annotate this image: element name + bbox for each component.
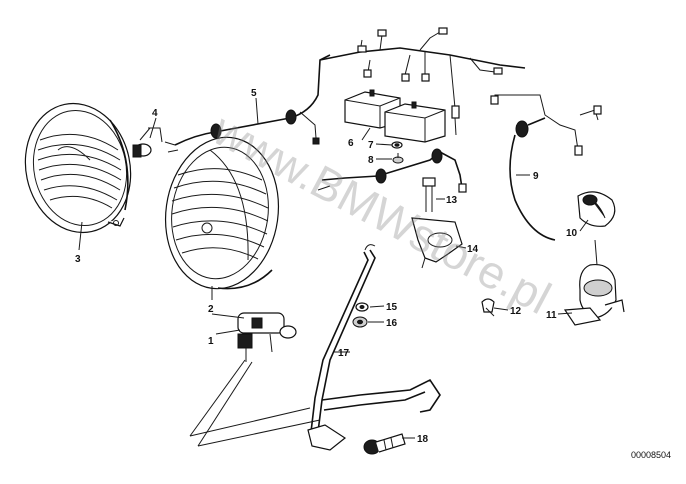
- screw-8: [392, 153, 404, 164]
- headlight-2: [164, 136, 280, 290]
- callouts: 1 2 3 4 5 6 7 8 9 10 11 12 13 14 15 16 1…: [75, 88, 578, 445]
- relays-6: [344, 89, 446, 143]
- socket-1: [237, 312, 297, 362]
- callout-11: 11: [546, 310, 557, 321]
- leader-v-base-2: [197, 419, 321, 447]
- callout-6: 6: [348, 138, 354, 149]
- callout-15: 15: [386, 302, 398, 313]
- headlight-3: [24, 102, 132, 234]
- support-bar-17: [307, 244, 441, 451]
- leader-v-left-2: [197, 361, 253, 447]
- clip-12: [481, 298, 495, 317]
- leader-lines: [78, 97, 589, 439]
- callout-9: 9: [533, 171, 539, 182]
- callout-10: 10: [566, 228, 578, 239]
- callout-7: 7: [368, 140, 374, 151]
- callout-4: 4: [152, 108, 158, 119]
- callout-2: 2: [208, 304, 214, 315]
- bracket-14: [411, 217, 463, 269]
- nut-16: [352, 316, 368, 328]
- leader-v-base: [189, 407, 311, 437]
- bolt-13: [422, 177, 436, 212]
- bolt-18: [363, 433, 406, 455]
- callout-16: 16: [386, 318, 398, 329]
- cable-lower: [317, 148, 467, 193]
- switch-cap-10: [577, 191, 616, 227]
- callout-17: 17: [338, 348, 350, 359]
- callout-14: 14: [467, 244, 479, 255]
- diagram-code: 00008504: [631, 450, 671, 460]
- washer-7: [391, 141, 403, 149]
- washer-15: [355, 302, 369, 312]
- callout-12: 12: [510, 306, 522, 317]
- wiring-harness: [319, 27, 526, 136]
- cable-5: [164, 54, 331, 153]
- callout-3: 3: [75, 254, 81, 265]
- housing-11: [563, 239, 625, 326]
- cable-9: [490, 94, 602, 241]
- leader-v-left: [189, 359, 246, 437]
- callout-18: 18: [417, 434, 429, 445]
- callout-13: 13: [446, 195, 458, 206]
- callout-8: 8: [368, 155, 374, 166]
- callout-5: 5: [251, 88, 257, 99]
- callout-1: 1: [208, 336, 214, 347]
- bulb-4: [132, 127, 163, 158]
